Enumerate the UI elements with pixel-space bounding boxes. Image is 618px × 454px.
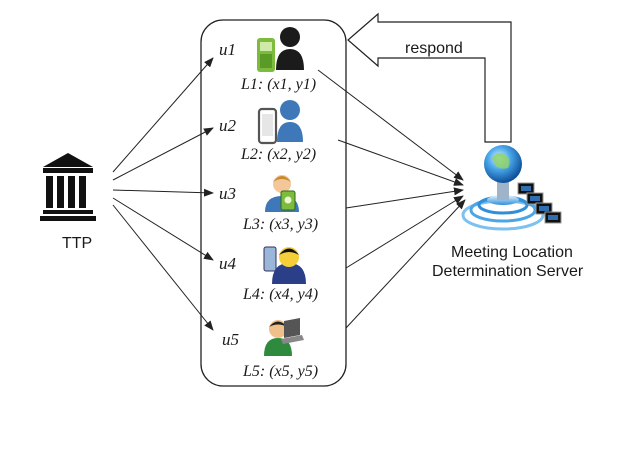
- arrow-ttp-u3: [112, 188, 214, 197]
- user-id-u3: u3: [219, 184, 236, 203]
- respond-arrow: [347, 12, 512, 143]
- user5-person-laptop-icon: [264, 318, 304, 356]
- user4-person-phone-icon: [263, 246, 306, 284]
- ttp-label: TTP: [62, 235, 93, 252]
- arrow-ttp-u5: [112, 204, 214, 331]
- user-id-u2: u2: [219, 116, 236, 135]
- arrow-u5-server: [345, 199, 466, 329]
- arrow-u2-server: [337, 139, 464, 186]
- server-label-line1: Meeting Location: [451, 244, 573, 261]
- arrow-ttp-u1: [112, 57, 214, 173]
- user3-person-device-icon: [265, 175, 299, 212]
- user-id-u1: u1: [219, 40, 236, 59]
- user2-smartphone-person-icon: [257, 100, 303, 145]
- arrow-ttp-u4: [112, 197, 214, 261]
- server-label-line2: Determination Server: [432, 263, 584, 280]
- location-l1: L1: (x1, y1): [241, 76, 317, 93]
- user-id-u4: u4: [219, 254, 236, 273]
- arrow-u1-server: [317, 69, 464, 181]
- server-globe-icon: [461, 145, 545, 231]
- users-to-server-arrows: [317, 69, 466, 329]
- arrow-u4-server: [345, 195, 464, 269]
- user1-phone-person-icon: [257, 27, 304, 72]
- location-l4: L4: (x4, y4): [243, 286, 319, 303]
- respond-label: respond: [405, 40, 463, 57]
- location-l2: L2: (x2, y2): [241, 146, 317, 163]
- ttp-to-users-arrows: [112, 57, 214, 331]
- location-l5: L5: (x5, y5): [243, 363, 319, 380]
- computer-terminals-icon: [517, 182, 562, 224]
- arrow-ttp-u2: [112, 127, 214, 181]
- bank-building-icon: [40, 153, 96, 221]
- arrow-u3-server: [345, 187, 464, 209]
- location-l3: L3: (x3, y3): [243, 216, 319, 233]
- user-id-u5: u5: [222, 330, 239, 349]
